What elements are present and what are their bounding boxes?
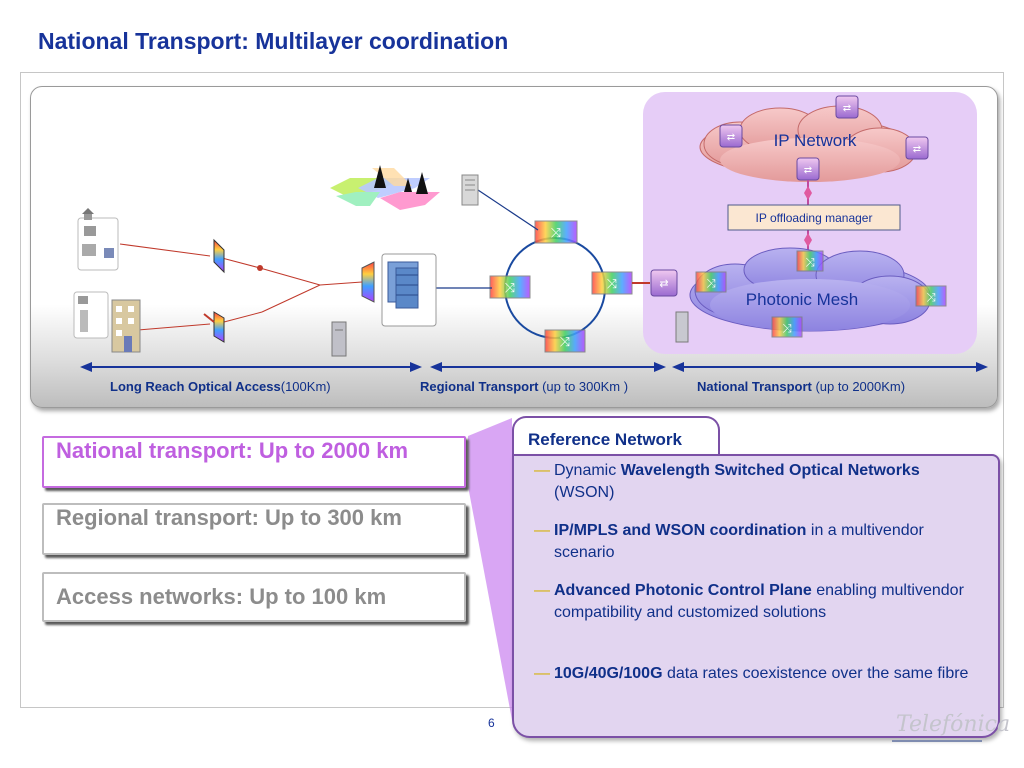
reference-network-title: Reference Network bbox=[528, 430, 683, 449]
server-icon bbox=[675, 311, 689, 343]
interface-diamond-icon bbox=[804, 186, 812, 200]
svg-text:⤨: ⤨ bbox=[782, 321, 792, 335]
regional-segment-label: Regional Transport (up to 300Km ) bbox=[420, 379, 629, 394]
svg-text:⇄: ⇄ bbox=[913, 144, 921, 155]
optical-switch-icon: ⤨ bbox=[796, 250, 824, 272]
optical-switch-icon: ⤨ bbox=[771, 316, 803, 338]
reference-bullet: — IP/MPLS and WSON coordination in a mul… bbox=[534, 522, 924, 561]
national-range-arrow bbox=[672, 362, 988, 372]
wavelength-signals bbox=[330, 165, 440, 210]
page-number: 6 bbox=[488, 716, 495, 730]
home-user-icon bbox=[77, 208, 119, 271]
ip-network-cloud: IP Network bbox=[699, 105, 917, 182]
router-icon: ⇄ bbox=[650, 269, 678, 297]
splitter-icon bbox=[203, 311, 225, 343]
fiber-tree bbox=[119, 243, 363, 331]
national-transport-box: National transport: Up to 2000 km bbox=[42, 436, 466, 488]
svg-text:⇄: ⇄ bbox=[843, 103, 851, 114]
optical-switch-icon: ⤨ bbox=[534, 220, 578, 244]
svg-text:⤨: ⤨ bbox=[505, 280, 516, 295]
photonic-mesh-label: Photonic Mesh bbox=[746, 290, 858, 309]
wdm-terminal-icon bbox=[461, 174, 479, 206]
access-networks-box: Access networks: Up to 100 km bbox=[42, 572, 466, 622]
svg-text:⇄: ⇄ bbox=[804, 165, 812, 176]
bullet-dash: — bbox=[534, 582, 550, 599]
photonic-mesh-cloud: Photonic Mesh bbox=[689, 247, 931, 332]
router-icon: ⇄ bbox=[796, 157, 820, 181]
router-icon: ⇄ bbox=[905, 136, 929, 160]
svg-text:⤨: ⤨ bbox=[607, 276, 618, 291]
regional-transport-box: Regional transport: Up to 300 km bbox=[42, 503, 466, 555]
ip-offloading-manager: IP offloading manager bbox=[727, 204, 901, 231]
router-icon: ⇄ bbox=[719, 124, 743, 148]
reference-bullet: — Dynamic Wavelength Switched Optical Ne… bbox=[534, 462, 920, 501]
olt-rack-icon bbox=[387, 261, 419, 309]
optical-switch-icon: ⤨ bbox=[695, 271, 727, 293]
optical-switch-icon: ⤨ bbox=[915, 285, 947, 307]
svg-text:⇄: ⇄ bbox=[727, 132, 735, 143]
svg-text:⤨: ⤨ bbox=[805, 255, 815, 269]
mux-icon bbox=[361, 261, 375, 303]
bullet-dash: — bbox=[534, 522, 550, 539]
bullet-dash: — bbox=[534, 665, 550, 682]
ip-offloading-label: IP offloading manager bbox=[756, 211, 873, 225]
svg-text:⤨: ⤨ bbox=[551, 225, 562, 240]
svg-text:⤨: ⤨ bbox=[706, 276, 716, 290]
logo-underline bbox=[892, 740, 982, 742]
optical-switch-icon: ⤨ bbox=[489, 275, 531, 299]
callout-connector bbox=[468, 418, 512, 720]
router-icon: ⇄ bbox=[835, 95, 859, 119]
ip-network-label: IP Network bbox=[774, 131, 857, 150]
svg-text:⇄: ⇄ bbox=[659, 278, 668, 290]
reference-network-tab bbox=[512, 416, 720, 456]
bullet-dash: — bbox=[534, 462, 550, 479]
office-building-icon bbox=[73, 291, 141, 353]
svg-text:⤨: ⤨ bbox=[926, 290, 936, 304]
regional-range-arrow bbox=[430, 362, 666, 372]
reference-network-panel bbox=[512, 454, 1000, 738]
reference-bullet: — Advanced Photonic Control Plane enabli… bbox=[534, 582, 964, 621]
optical-switch-icon: ⤨ bbox=[544, 329, 586, 353]
telefonica-logo: Telefónica bbox=[896, 712, 1011, 737]
access-segment-label: Long Reach Optical Access(100Km) bbox=[110, 379, 331, 394]
access-range-arrow bbox=[80, 362, 422, 372]
server-icon bbox=[331, 321, 347, 357]
splitter-icon bbox=[213, 238, 225, 274]
svg-text:⤨: ⤨ bbox=[560, 334, 571, 349]
optical-switch-icon: ⤨ bbox=[591, 271, 633, 295]
reference-bullet: — 10G/40G/100G data rates coexistence ov… bbox=[534, 663, 974, 685]
slide-title: National Transport: Multilayer coordinat… bbox=[38, 28, 509, 54]
national-segment-label: National Transport (up to 2000Km) bbox=[697, 379, 906, 394]
interface-diamond-icon bbox=[804, 233, 812, 247]
splice-point bbox=[257, 265, 263, 271]
